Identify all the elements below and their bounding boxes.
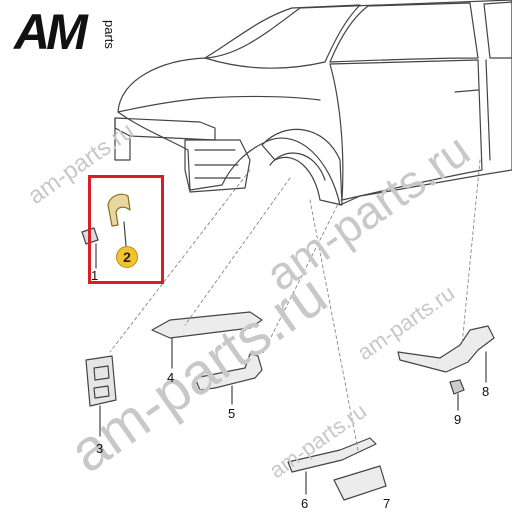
callout-4: 4: [167, 370, 175, 385]
part-9-nut: [449, 379, 465, 395]
callout-2-badge: 2: [116, 246, 138, 268]
door-handle: [454, 89, 479, 93]
brand-logo: AM parts: [14, 4, 144, 60]
callout-8: 8: [482, 384, 490, 399]
locator-line-d: [109, 169, 251, 353]
windshield: [204, 4, 361, 69]
front-rail-post: [114, 117, 131, 161]
logo-main-text: AM: [14, 4, 88, 60]
part-2-leader: [123, 221, 127, 247]
part-2-bracket: [107, 193, 131, 227]
callout-1: 1: [91, 268, 99, 283]
callout-5: 5: [228, 406, 236, 421]
callout-9: 9: [454, 412, 462, 427]
callout-7: 7: [383, 496, 391, 511]
part-6-bracket: [287, 437, 377, 473]
wheel-arch: [261, 128, 343, 206]
part-7-bracket: [333, 465, 387, 501]
locator-line-c: [184, 177, 291, 326]
part-3-detail: [93, 365, 110, 399]
side-window: [329, 2, 479, 63]
part-4-strip: [151, 311, 263, 339]
part-3-bracket: [85, 355, 117, 407]
car-body-outline: [117, 0, 512, 206]
callout-3: 3: [96, 441, 104, 456]
highlight-box-part-2: [88, 175, 164, 284]
rear-door-line: [485, 59, 491, 161]
front-door: [329, 59, 483, 201]
hood-line: [117, 95, 321, 113]
wheel-arch-inner: [269, 152, 326, 181]
subframe-detail: [194, 149, 241, 179]
callout-6: 6: [301, 496, 309, 511]
part-5-bracket: [194, 353, 263, 391]
logo-sub-text: parts: [102, 20, 117, 49]
part-8-bracket: [397, 325, 495, 373]
locator-line-e: [261, 199, 341, 356]
rear-window: [483, 1, 512, 59]
front-subframe: [184, 139, 251, 193]
locator-line-a: [309, 199, 359, 451]
locator-line-b: [461, 159, 481, 346]
